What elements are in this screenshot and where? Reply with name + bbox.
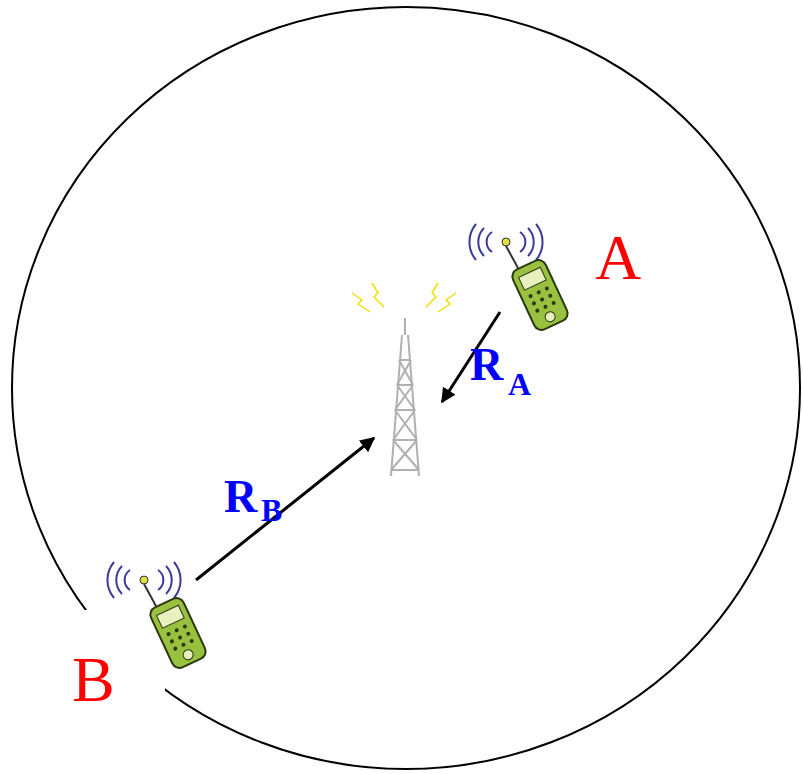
rate-symbol: R [224, 474, 257, 520]
rate-symbol: R [470, 342, 503, 388]
phone-a [469, 224, 570, 333]
rate-subscript: A [508, 368, 531, 400]
cell-boundary [12, 7, 800, 769]
base-station-tower [391, 318, 419, 476]
uplink-arrow-b [196, 438, 374, 580]
rate-subscript: B [261, 494, 282, 526]
user-label: B [72, 648, 115, 712]
phone-b [107, 562, 208, 671]
user-label: A [595, 226, 641, 290]
signal-sparks [352, 283, 456, 312]
